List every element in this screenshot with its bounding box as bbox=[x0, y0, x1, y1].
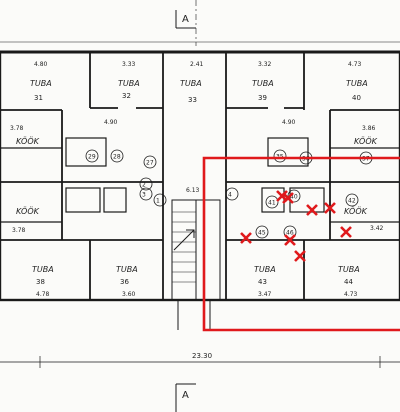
bathroom-circle-number: 45 bbox=[258, 230, 266, 237]
room-number-32: 32 bbox=[122, 92, 131, 100]
room-dim-36: 3.60 bbox=[122, 291, 136, 298]
room-dim-33: 2.41 bbox=[190, 61, 204, 68]
section-marker-top: A bbox=[175, 10, 196, 29]
room-dim-32: 3.33 bbox=[122, 61, 136, 68]
bathroom-circle bbox=[345, 193, 359, 207]
overall-dimension: 23.30 bbox=[192, 352, 212, 360]
bathroom-circle-number: 2 bbox=[142, 182, 146, 189]
room-number-34: 39 bbox=[258, 94, 267, 102]
room-label-kook-right: KÖÖK bbox=[354, 136, 378, 146]
room-label-43: TUBA bbox=[254, 265, 276, 274]
room-dim-44: 4.73 bbox=[344, 291, 358, 298]
room-label-38: TUBA bbox=[32, 265, 54, 274]
room-number-38: 38 bbox=[36, 278, 45, 286]
room-label-kook-right-2: KÖÖK bbox=[344, 206, 368, 216]
room-number-36: 36 bbox=[120, 278, 129, 286]
kitchen-row bbox=[0, 110, 400, 183]
stair-dim: 6.13 bbox=[186, 187, 200, 194]
bathroom-circle bbox=[85, 149, 99, 163]
room-label-34: TUBA bbox=[252, 79, 274, 88]
bathroom-circle-number: 1 bbox=[156, 198, 160, 205]
bathroom-circle bbox=[265, 195, 279, 209]
bathroom-circle bbox=[287, 189, 301, 203]
red-x-mark bbox=[324, 202, 336, 214]
bathroom-circle bbox=[139, 187, 153, 201]
room-label-44: TUBA bbox=[338, 265, 360, 274]
bathroom-circle bbox=[153, 193, 167, 207]
room-number-44: 44 bbox=[344, 278, 353, 286]
bathroom-circle-number: 28 bbox=[113, 154, 121, 161]
room-labels: TUBA 31 4.80 TUBA 32 3.33 TUBA 33 2.41 T… bbox=[10, 61, 384, 298]
highlight-outline bbox=[202, 156, 400, 332]
bathroom-circle-number: 42 bbox=[348, 198, 356, 205]
red-x-marks bbox=[240, 190, 352, 262]
bathroom-circle bbox=[273, 149, 287, 163]
hall-dim-left: 4.90 bbox=[104, 119, 118, 126]
bottom-room-row bbox=[0, 190, 400, 300]
bathroom-circle-number: 41 bbox=[268, 200, 276, 207]
red-x-mark bbox=[284, 234, 296, 246]
room-label-kook-left-2: KÖÖK bbox=[16, 206, 40, 216]
bathroom-circle-number: 46 bbox=[286, 230, 294, 237]
room-label-36: TUBA bbox=[116, 265, 138, 274]
bathroom-circle-number: 3 bbox=[142, 192, 146, 199]
room-dim-35: 4.73 bbox=[348, 61, 362, 68]
misc-dimensions: 6.13 4.90 4.90 bbox=[104, 119, 296, 194]
room-dim-kook-left: 3.78 bbox=[10, 125, 24, 132]
room-dim-kook-left-2: 3.78 bbox=[12, 227, 26, 234]
outer-walls bbox=[0, 50, 400, 302]
top-room-row bbox=[0, 52, 400, 190]
room-dim-43: 3.47 bbox=[258, 291, 272, 298]
middle-band bbox=[0, 181, 400, 240]
bottom-dimension: 23.30 bbox=[0, 352, 400, 368]
room-dim-38: 4.78 bbox=[36, 291, 50, 298]
bathroom-circle-number: 4 bbox=[228, 192, 232, 199]
room-number-33: 33 bbox=[188, 96, 197, 104]
room-label-31: TUBA bbox=[30, 79, 52, 88]
bathroom-circle bbox=[283, 225, 297, 239]
bathroom-circle-number: 40 bbox=[290, 194, 298, 201]
section-marker-bottom: A bbox=[175, 383, 196, 412]
bathroom-circle bbox=[255, 225, 269, 239]
room-number-31: 31 bbox=[34, 94, 43, 102]
red-x-mark bbox=[340, 226, 352, 238]
room-number-43: 43 bbox=[258, 278, 267, 286]
room-dim-31: 4.80 bbox=[34, 61, 48, 68]
bathroom-circle bbox=[143, 155, 157, 169]
room-label-35: TUBA bbox=[346, 79, 368, 88]
red-x-mark bbox=[294, 250, 306, 262]
bathroom-circle bbox=[139, 177, 153, 191]
room-label-kook-left: KÖÖK bbox=[16, 136, 40, 146]
bathroom-circle bbox=[225, 187, 239, 201]
hall-dim-right: 4.90 bbox=[282, 119, 296, 126]
room-number-35: 40 bbox=[352, 94, 361, 102]
red-x-mark bbox=[306, 204, 318, 216]
red-x-mark bbox=[240, 232, 252, 244]
room-label-32: TUBA bbox=[118, 79, 140, 88]
bathroom-circle bbox=[110, 149, 124, 163]
room-label-33: TUBA bbox=[180, 79, 202, 88]
room-dim-kook-right-2: 3.42 bbox=[370, 225, 384, 232]
room-dim-34: 3.32 bbox=[258, 61, 272, 68]
section-label-top: A bbox=[182, 14, 189, 25]
room-dim-kook-right: 3.86 bbox=[362, 125, 376, 132]
bathroom-circle-number: 29 bbox=[88, 154, 96, 161]
stairwell bbox=[171, 199, 221, 330]
red-x-mark bbox=[276, 190, 288, 202]
bathroom-circle-number: 27 bbox=[146, 160, 154, 167]
section-label-bottom: A bbox=[182, 390, 189, 401]
